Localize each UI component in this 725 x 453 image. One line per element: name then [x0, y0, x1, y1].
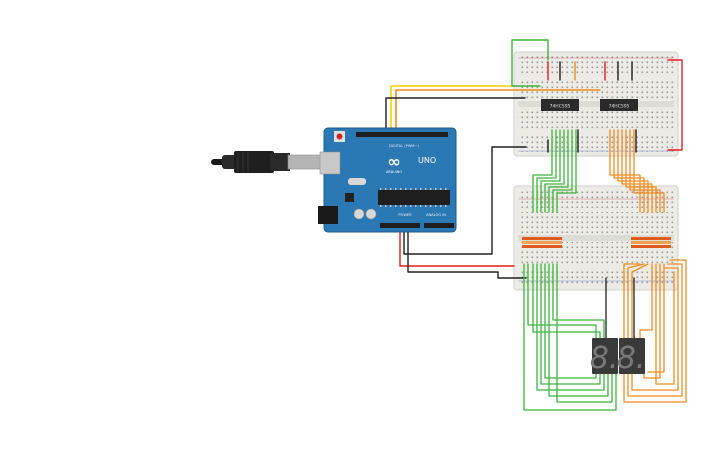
- header-power-label: POWER: [398, 213, 412, 217]
- resistor-bank-left: [522, 237, 562, 248]
- arduino-model: UNO: [418, 156, 436, 165]
- chip-label: 74HC595: [609, 104, 630, 110]
- breadboard-top: 74HC595 74HC595: [513, 51, 679, 157]
- breadboard-bottom: [513, 185, 679, 291]
- usb-cable-icon: [211, 151, 327, 173]
- wire-orange-signal: [395, 89, 601, 133]
- wire-black-signal: [385, 97, 526, 133]
- header-digital-label: DIGITAL (PWM~): [389, 144, 419, 148]
- display-digit: 8.: [590, 341, 619, 376]
- wire-red-power: [399, 227, 515, 267]
- wire-black-gnd-1: [403, 146, 527, 255]
- chip-label: 74HC595: [550, 104, 571, 110]
- resistor-bank-right: [631, 237, 671, 248]
- shift-register-chip-2: 74HC595: [600, 99, 638, 111]
- wire-yellow: [390, 85, 517, 133]
- shift-register-chip-1: 74HC595: [541, 99, 579, 111]
- seven-segment-display-right: 8.: [617, 338, 646, 376]
- seven-segment-display-left: 8.: [590, 338, 619, 376]
- wires: [385, 39, 687, 411]
- arduino-logo-icon: ∞: [387, 152, 400, 171]
- display-digit: 8.: [617, 341, 646, 376]
- arduino-brand: ARDUINO: [386, 170, 402, 174]
- arduino-uno-board: DIGITAL (PWM~) ∞ UNO ARDUINO POWER ANALO…: [318, 127, 457, 233]
- header-analog-label: ANALOG IN: [426, 213, 446, 217]
- wire-black-gnd-2: [407, 227, 527, 279]
- reset-button-icon: [334, 131, 345, 142]
- wire-green-loop: [511, 39, 549, 87]
